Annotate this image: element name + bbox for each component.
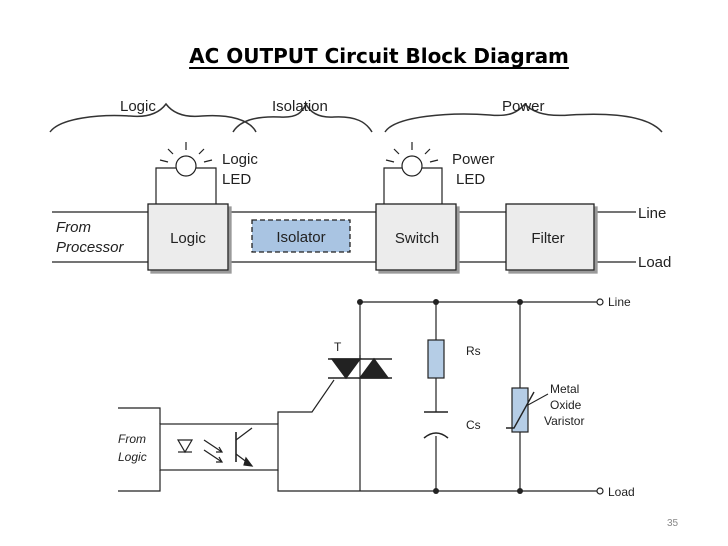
- power-led-label-1: Power: [452, 151, 495, 168]
- logic-brace: [49, 102, 257, 133]
- isolator-block-label: Isolator: [276, 229, 325, 246]
- from-logic-label-1: From: [118, 432, 146, 446]
- varistor-icon: [506, 387, 535, 433]
- section-label-power: Power: [502, 98, 545, 115]
- resistor-label: Rs: [466, 344, 481, 358]
- varistor-leader: [527, 393, 549, 406]
- filter-block-label: Filter: [531, 230, 564, 247]
- block-line-label: Line: [638, 205, 666, 222]
- power-brace: [384, 102, 663, 133]
- block-load-label: Load: [638, 254, 671, 271]
- from-logic-label-2: Logic: [118, 450, 147, 464]
- logic-block-label: Logic: [170, 230, 206, 247]
- from-processor-label-2: Processor: [56, 239, 125, 256]
- schematic-wires: [118, 301, 597, 492]
- logic-led-label-2: LED: [222, 171, 251, 188]
- varistor-label-3: Varistor: [544, 414, 584, 428]
- capacitor-icon: [423, 411, 449, 439]
- power-led-label-2: LED: [456, 171, 485, 188]
- capacitor-label: Cs: [466, 418, 481, 432]
- triac-icon: [328, 357, 392, 380]
- triac-label: T: [334, 340, 342, 354]
- switch-block-label: Switch: [395, 230, 439, 247]
- section-label-logic: Logic: [120, 98, 156, 115]
- page-number: 35: [667, 518, 679, 529]
- resistor-icon: [427, 339, 445, 379]
- filter-block: [505, 203, 595, 271]
- switch-block: [375, 203, 457, 271]
- from-processor-label-1: From: [56, 219, 91, 236]
- varistor-label-1: Metal: [550, 382, 579, 396]
- logic-led-label-1: Logic: [222, 151, 258, 168]
- logic-block: [147, 203, 229, 271]
- terminals: [596, 298, 604, 495]
- section-label-isolation: Isolation: [272, 98, 328, 115]
- led-loops: [155, 167, 443, 204]
- varistor-label-2: Oxide: [550, 398, 582, 412]
- power-led-icon: [385, 142, 439, 177]
- optocoupler-icon: [159, 423, 279, 471]
- page-title: AC OUTPUT Circuit Block Diagram: [0, 44, 728, 68]
- junction-dots: [357, 299, 523, 494]
- section-braces: [49, 102, 663, 133]
- schematic-line-label: Line: [608, 295, 631, 309]
- isolator-block: [251, 219, 351, 253]
- block-wires: [52, 211, 636, 263]
- title-text: AC OUTPUT Circuit Block Diagram: [189, 44, 569, 68]
- schematic-load-label: Load: [608, 485, 635, 499]
- isolation-brace: [232, 102, 373, 133]
- logic-led-icon: [159, 142, 213, 177]
